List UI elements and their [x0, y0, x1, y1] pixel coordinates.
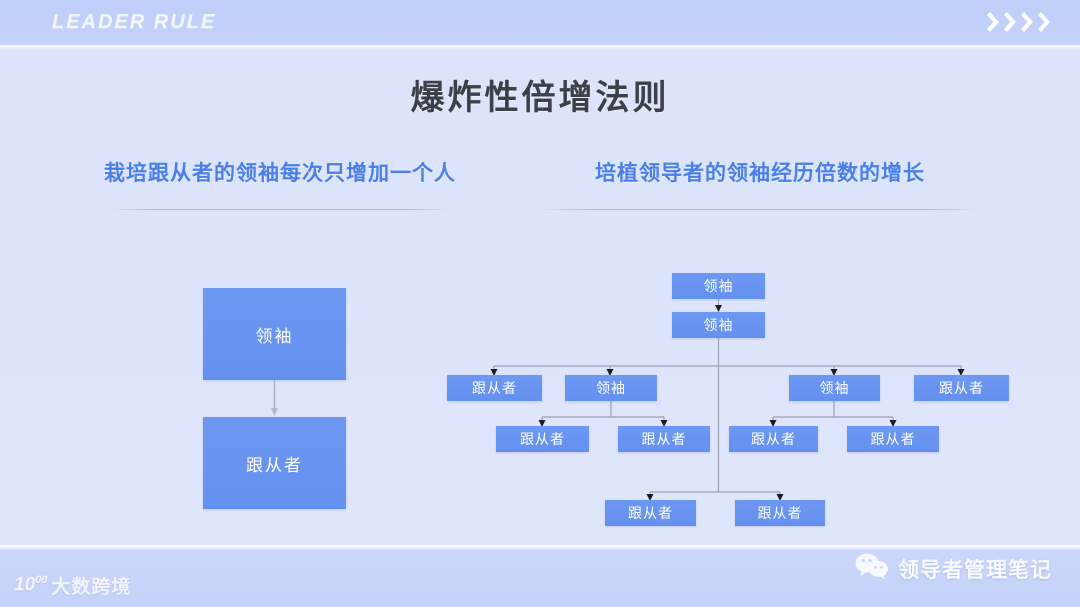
node-leader: 领袖 — [565, 375, 657, 401]
node-follower: 跟从者 — [203, 417, 346, 509]
node-follower: 跟从者 — [735, 500, 825, 526]
node-follower: 跟从者 — [914, 375, 1009, 401]
right-column: 培植领导者的领袖经历倍数的增长 — [500, 158, 1020, 210]
logo-mark: 1000 — [14, 574, 47, 596]
right-divider — [540, 208, 980, 210]
wechat-icon — [855, 552, 889, 585]
wechat-credit: 领导者管理笔记 — [855, 552, 1052, 585]
chevron-right-icon — [1021, 8, 1037, 36]
right-column-heading: 培植领导者的领袖经历倍数的增长 — [595, 162, 925, 185]
footer-band — [0, 545, 1080, 607]
chevron-right-icon — [1004, 8, 1020, 36]
node-follower: 跟从者 — [729, 426, 818, 452]
site-watermark-logo: 1000 大数跨境 — [14, 572, 131, 599]
logo-mark-number: 10 — [14, 574, 36, 596]
node-follower: 跟从者 — [605, 500, 696, 526]
node-follower: 跟从者 — [847, 426, 939, 452]
chevron-group — [987, 8, 1054, 36]
brand-tag: LEADER RULE — [52, 11, 217, 33]
left-column: 栽培跟从者的领袖每次只增加一个人 — [60, 158, 500, 210]
logo-text: 大数跨境 — [51, 577, 132, 598]
header-band: LEADER RULE — [0, 0, 1080, 51]
page-title: 爆炸性倍增法则 — [410, 79, 670, 117]
node-follower: 跟从者 — [447, 375, 542, 401]
node-follower: 跟从者 — [618, 426, 710, 452]
node-leader: 领袖 — [672, 273, 765, 299]
node-leader: 领袖 — [672, 312, 765, 338]
node-leader: 领袖 — [203, 288, 346, 380]
left-column-heading: 栽培跟从者的领袖每次只增加一个人 — [104, 162, 456, 185]
node-leader: 领袖 — [789, 375, 880, 401]
node-follower: 跟从者 — [496, 426, 589, 452]
logo-mark-exponent: 00 — [35, 574, 48, 587]
left-connector-arrow — [271, 380, 278, 416]
chevron-right-icon — [1038, 8, 1054, 36]
left-divider — [110, 208, 450, 210]
wechat-account-name: 领导者管理笔记 — [898, 558, 1052, 582]
chevron-right-icon — [987, 8, 1003, 36]
